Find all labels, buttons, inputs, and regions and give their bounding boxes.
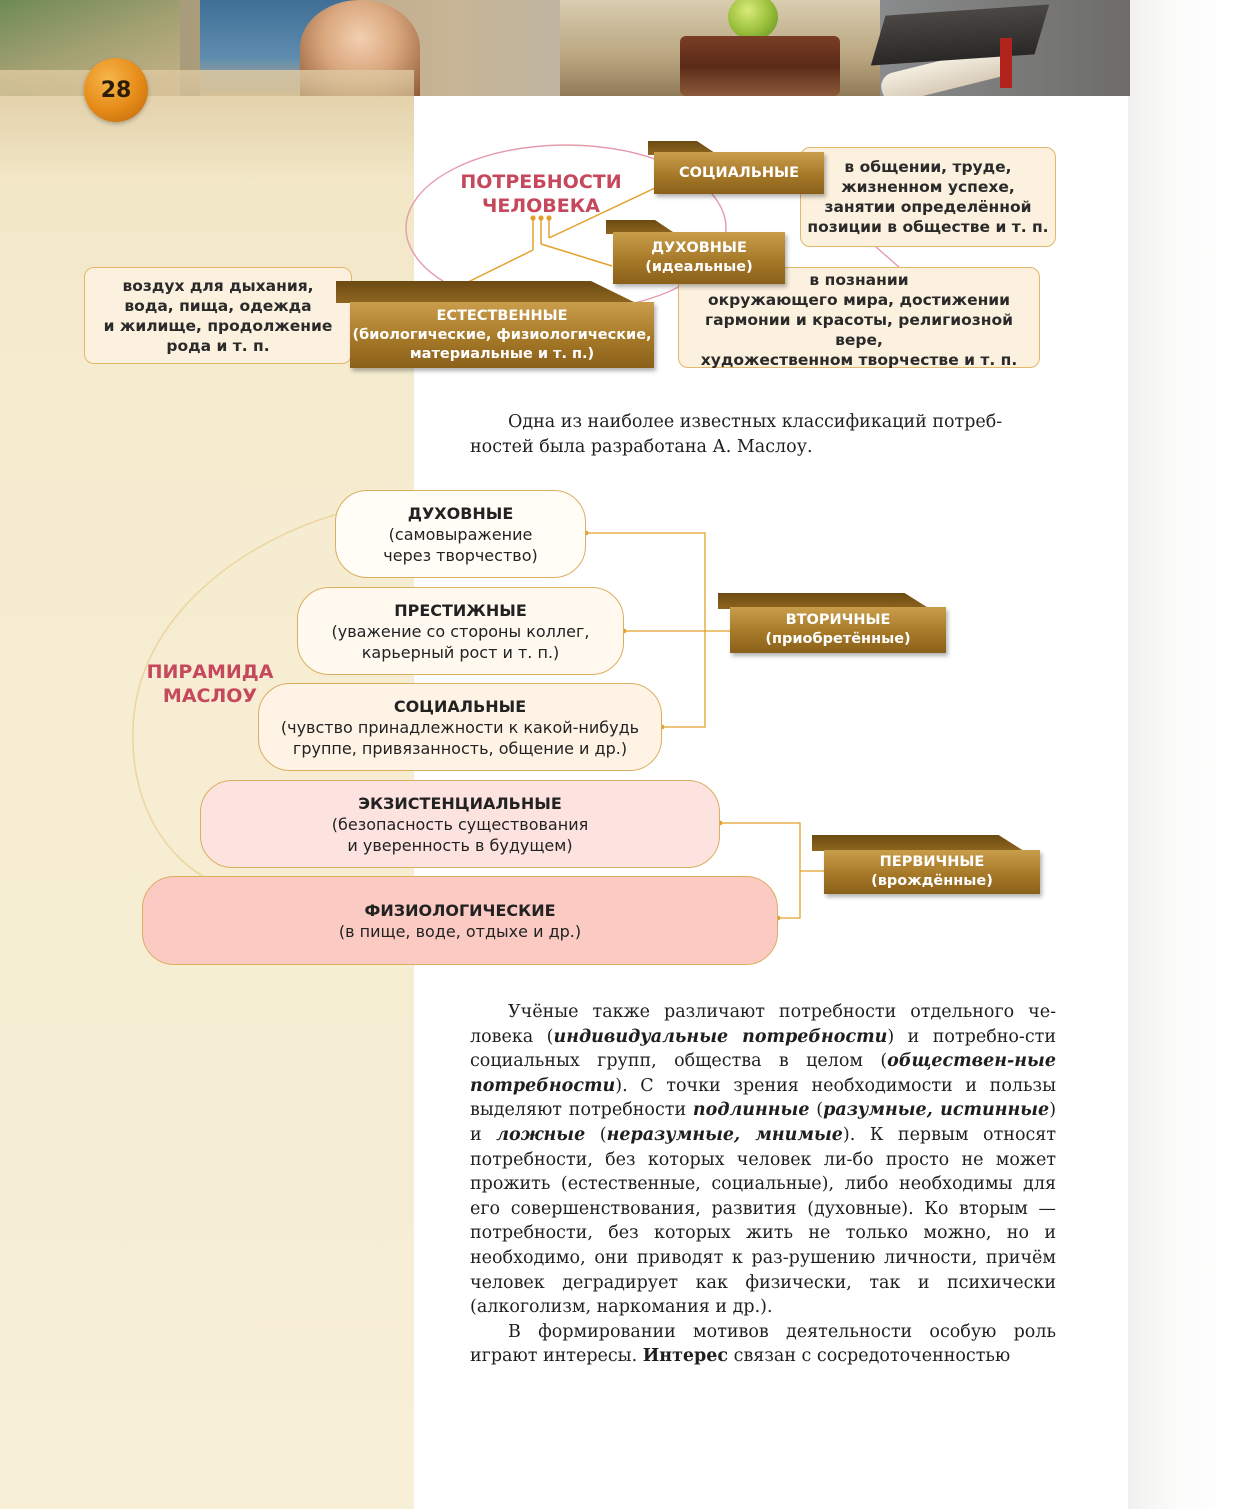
text-run: ). С точки зрения необходимости и пользы… (470, 1075, 1056, 1121)
level-desc: через творчество) (383, 545, 538, 565)
term-social-needs: обществен-ные потребности (470, 1051, 1056, 1096)
secondary-needs-tag: ВТОРИЧНЫЕ (приобретённые) (730, 607, 946, 653)
spiritual-tag-tab (606, 220, 676, 234)
social-needs-tag: СОЦИАЛЬНЫЕ (654, 152, 824, 194)
text-run: ) и потребно-сти социальных групп, общес… (470, 1026, 1056, 1072)
maslow-level-prestige: ПРЕСТИЖНЫЕ (уважение со стороны коллег, … (297, 587, 624, 675)
social-tag-label: СОЦИАЛЬНЫЕ (679, 164, 799, 181)
natural-desc-line: воздух для дыхания, (122, 276, 314, 295)
spiritual-tag-sub: (идеальные) (645, 259, 753, 275)
primary-sub: (врождённые) (871, 873, 993, 889)
spiritual-desc-line: в познании (809, 270, 909, 289)
social-desc-line: занятии определённой (824, 198, 1032, 216)
social-tag-tab (648, 141, 718, 155)
social-desc-line: позиции в обществе и т. п. (807, 218, 1049, 236)
intro-line: Одна из наиболее известных классификаций… (508, 412, 1003, 432)
maslow-title-line2: МАСЛОУ (162, 685, 258, 707)
books-stack (680, 36, 840, 96)
natural-desc-line: вода, пища, одежда (124, 296, 312, 315)
intro-paragraph: Одна из наиболее известных классификаций… (470, 410, 1056, 459)
paragraph-1: Учёные также различают потребности отдел… (470, 1000, 1056, 1320)
term-reasonable: разумные, истинные (823, 1100, 1050, 1121)
level-desc: (уважение со стороны коллег, (331, 621, 590, 641)
level-desc: и уверенность в будущем) (347, 835, 573, 855)
cap-tassel (1000, 38, 1012, 88)
page-edge (1128, 0, 1240, 1509)
natural-desc-line: и жилище, продолжение (103, 316, 333, 335)
spiritual-desc-line: гармонии и красоты, религиозной вере, (705, 310, 1013, 349)
level-desc: группе, привязанность, общение и др.) (292, 738, 628, 758)
natural-needs-description: воздух для дыхания, вода, пища, одежда и… (84, 267, 352, 364)
text-run: связан с сосредоточенностью (728, 1346, 1011, 1367)
maslow-level-physiological: ФИЗИОЛОГИЧЕСКИЕ (в пище, воде, отдыхе и … (142, 876, 778, 965)
text-run: ( (809, 1100, 824, 1121)
needs-title-line2: ЧЕЛОВЕКА (482, 195, 600, 217)
banner-fade (0, 70, 414, 180)
apple-icon (728, 0, 778, 40)
natural-tag-sub: материальные и т. п.) (409, 345, 595, 362)
term-interest: Интерес (642, 1346, 729, 1367)
level-title: ДУХОВНЫЕ (407, 503, 514, 523)
text-run: ( (585, 1124, 607, 1145)
page-number-badge: 28 (84, 58, 148, 122)
needs-title-line1: ПОТРЕБНОСТИ (460, 171, 622, 193)
social-needs-description: в общении, труде, жизненном успехе, заня… (800, 147, 1056, 247)
level-title: ЭКЗИСТЕНЦИАЛЬНЫЕ (358, 793, 562, 813)
needs-diagram-title: ПОТРЕБНОСТИ ЧЕЛОВЕКА (460, 170, 622, 218)
paragraph-2: В формировании мотивов деятельности особ… (470, 1320, 1056, 1369)
ellipse-tail (874, 245, 901, 269)
term-individual-needs: индивидуальные потребности (553, 1026, 888, 1047)
primary-needs-tag: ПЕРВИЧНЫЕ (врождённые) (824, 850, 1040, 894)
primary-label: ПЕРВИЧНЫЕ (879, 854, 985, 870)
maslow-title: ПИРАМИДА МАСЛОУ (145, 660, 275, 708)
maslow-ellipse (132, 511, 346, 881)
needs-branch-lines (459, 187, 656, 287)
level-title: ПРЕСТИЖНЫЕ (394, 600, 527, 620)
natural-desc-line: рода и т. п. (166, 336, 270, 355)
natural-tag-tab (336, 281, 636, 303)
main-text: Учёные также различают потребности отдел… (470, 1000, 1056, 1369)
maslow-level-spiritual: ДУХОВНЫЕ (самовыражение через творчество… (335, 490, 586, 578)
spiritual-desc-line: художественном творчестве и т. п. (700, 350, 1018, 369)
text-run: Учёные также различают потребности отдел… (470, 1002, 1056, 1047)
maslow-level-social: СОЦИАЛЬНЫЕ (чувство принадлежности к как… (258, 683, 662, 771)
term-unreasonable: неразумные, мнимые (606, 1124, 843, 1145)
level-title: СОЦИАЛЬНЫЕ (393, 696, 527, 716)
primary-tag-tab (812, 835, 1024, 851)
term-false: ложные (496, 1124, 586, 1145)
secondary-label: ВТОРИЧНЫЕ (785, 612, 891, 628)
intro-line: ностей была разработана А. Маслоу. (470, 436, 813, 457)
natural-tag-label: ЕСТЕСТВЕННЫЕ (436, 307, 568, 324)
natural-tag-sub: (биологические, физиологические, (352, 326, 652, 343)
level-desc: (самовыражение (388, 524, 533, 544)
text-run: В формировании мотивов деятельности особ… (470, 1321, 1056, 1367)
natural-needs-tag: ЕСТЕСТВЕННЫЕ (биологические, физиологиче… (350, 302, 654, 368)
level-desc: (безопасность существования (331, 814, 589, 834)
text-run: ) и (470, 1100, 1057, 1145)
spiritual-tag-label: ДУХОВНЫЕ (651, 240, 747, 256)
level-desc: карьерный рост и т. п.) (361, 642, 560, 662)
secondary-sub: (приобретённые) (765, 631, 911, 647)
spiritual-needs-tag: ДУХОВНЫЕ (идеальные) (613, 232, 785, 284)
maslow-level-existential: ЭКЗИСТЕНЦИАЛЬНЫЕ (безопасность существов… (200, 780, 720, 868)
social-desc-line: в общении, труде, (844, 158, 1012, 176)
spiritual-desc-line: окружающего мира, достижении (707, 290, 1011, 309)
level-title: ФИЗИОЛОГИЧЕСКИЕ (364, 900, 556, 920)
needs-branch-dots (530, 215, 552, 221)
social-desc-line: жизненном успехе, (841, 178, 1015, 196)
term-genuine: подлинные (692, 1100, 810, 1121)
text-run: ). К первым относят потребности, без кот… (470, 1124, 1056, 1318)
primary-bracket (720, 822, 824, 919)
level-desc: (в пище, воде, отдыхе и др.) (338, 921, 582, 941)
secondary-bracket (586, 532, 730, 728)
level-desc: (чувство принадлежности к какой-нибудь (280, 717, 640, 737)
secondary-tag-tab (718, 593, 930, 609)
maslow-title-line1: ПИРАМИДА (146, 661, 274, 683)
